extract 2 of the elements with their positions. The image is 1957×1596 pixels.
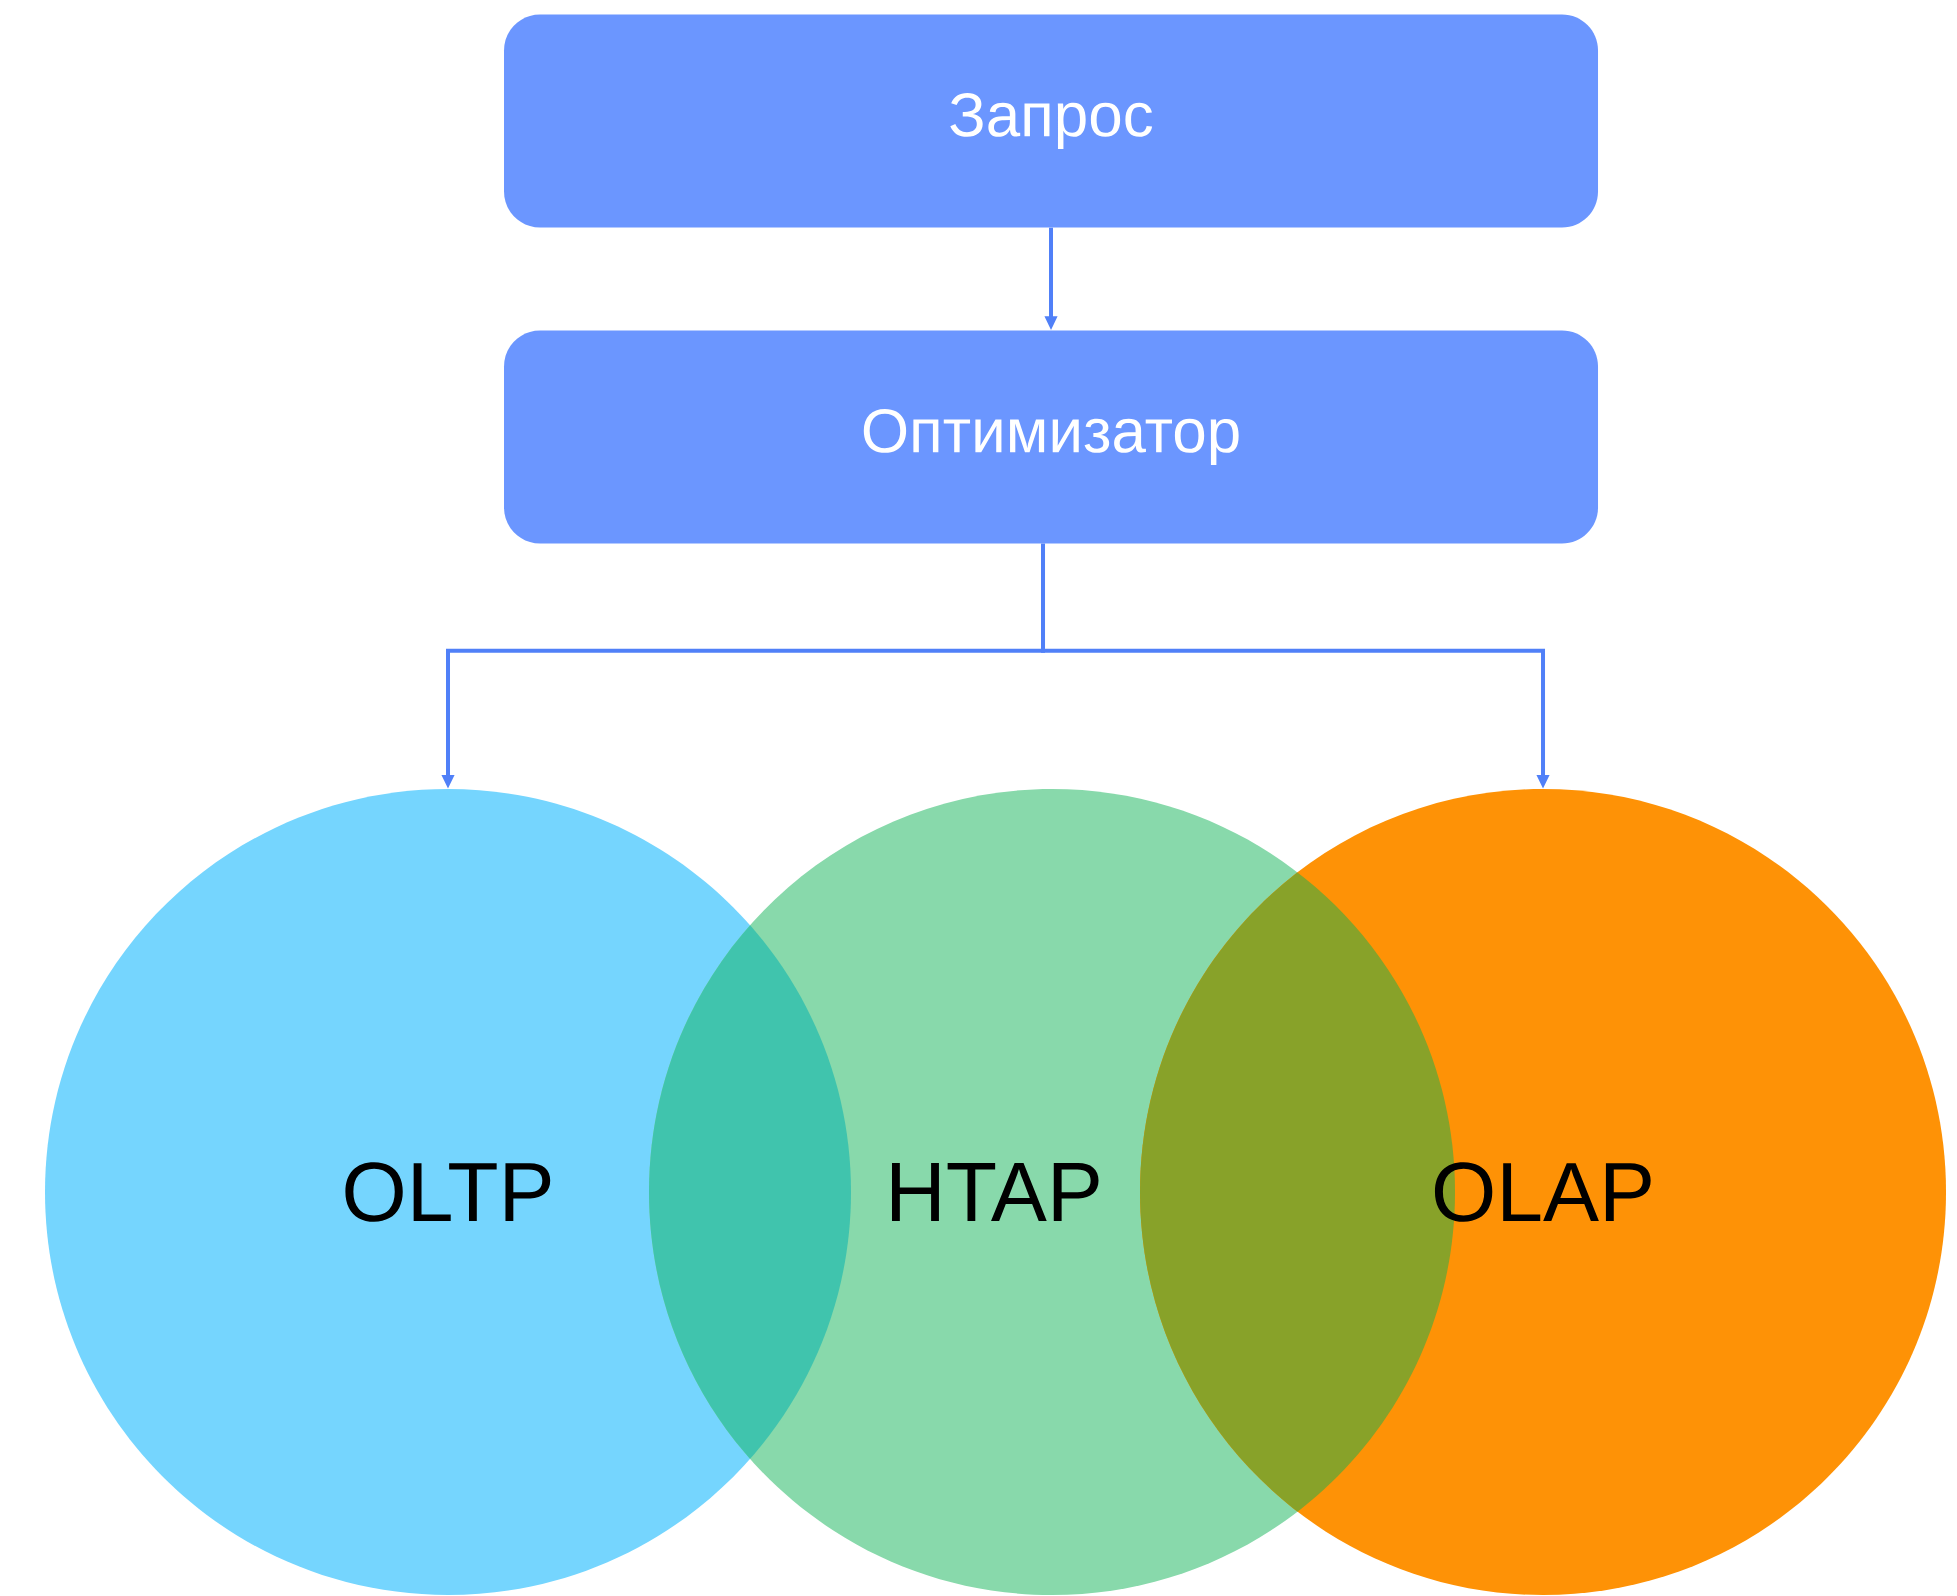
process-box: Запрос xyxy=(504,14,1598,228)
process-box: Оптимизатор xyxy=(504,330,1598,544)
